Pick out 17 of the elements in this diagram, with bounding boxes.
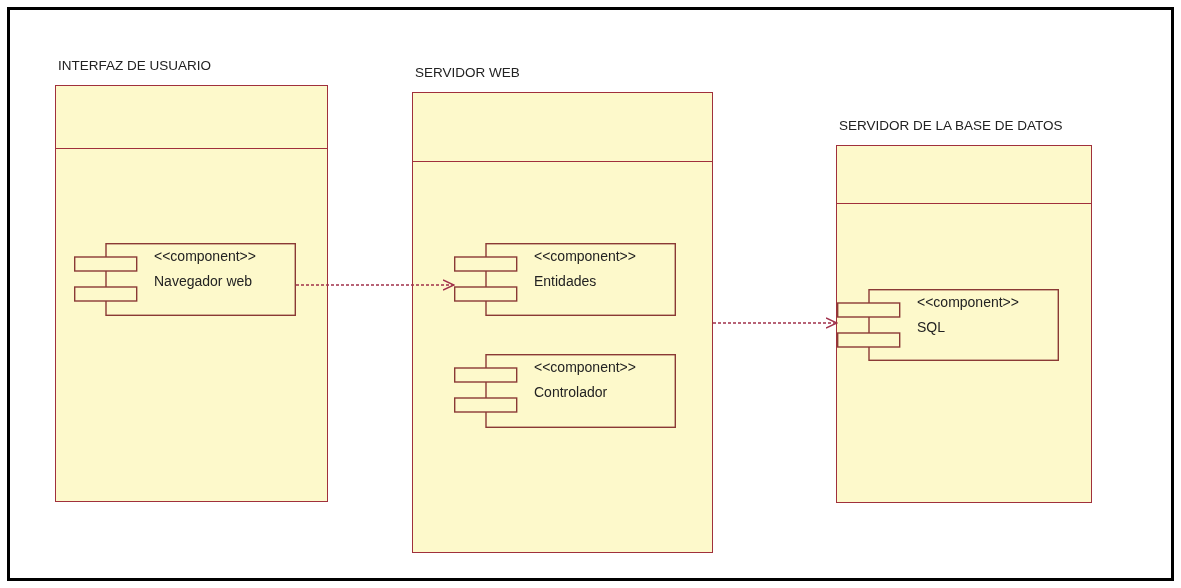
node-heading: INTERFAZ DE USUARIO	[58, 58, 211, 73]
stereotype-label: <<component>>	[534, 248, 636, 264]
component-name: Navegador web	[154, 273, 253, 289]
stereotype-label: <<component>>	[917, 294, 1019, 310]
node-heading: SERVIDOR DE LA BASE DE DATOS	[839, 118, 1063, 133]
component-name: SQL	[917, 319, 945, 335]
dependency-arrow	[712, 317, 838, 329]
node-heading: SERVIDOR WEB	[415, 65, 520, 80]
component-name: Entidades	[534, 273, 597, 289]
component-box	[837, 289, 1059, 361]
component-box	[74, 243, 296, 316]
stereotype-label: <<component>>	[154, 248, 256, 264]
component-name: Controlador	[534, 384, 608, 400]
dependency-arrow	[295, 279, 455, 291]
stereotype-label: <<component>>	[534, 359, 636, 375]
component-box	[454, 243, 676, 316]
component-box	[454, 354, 676, 428]
